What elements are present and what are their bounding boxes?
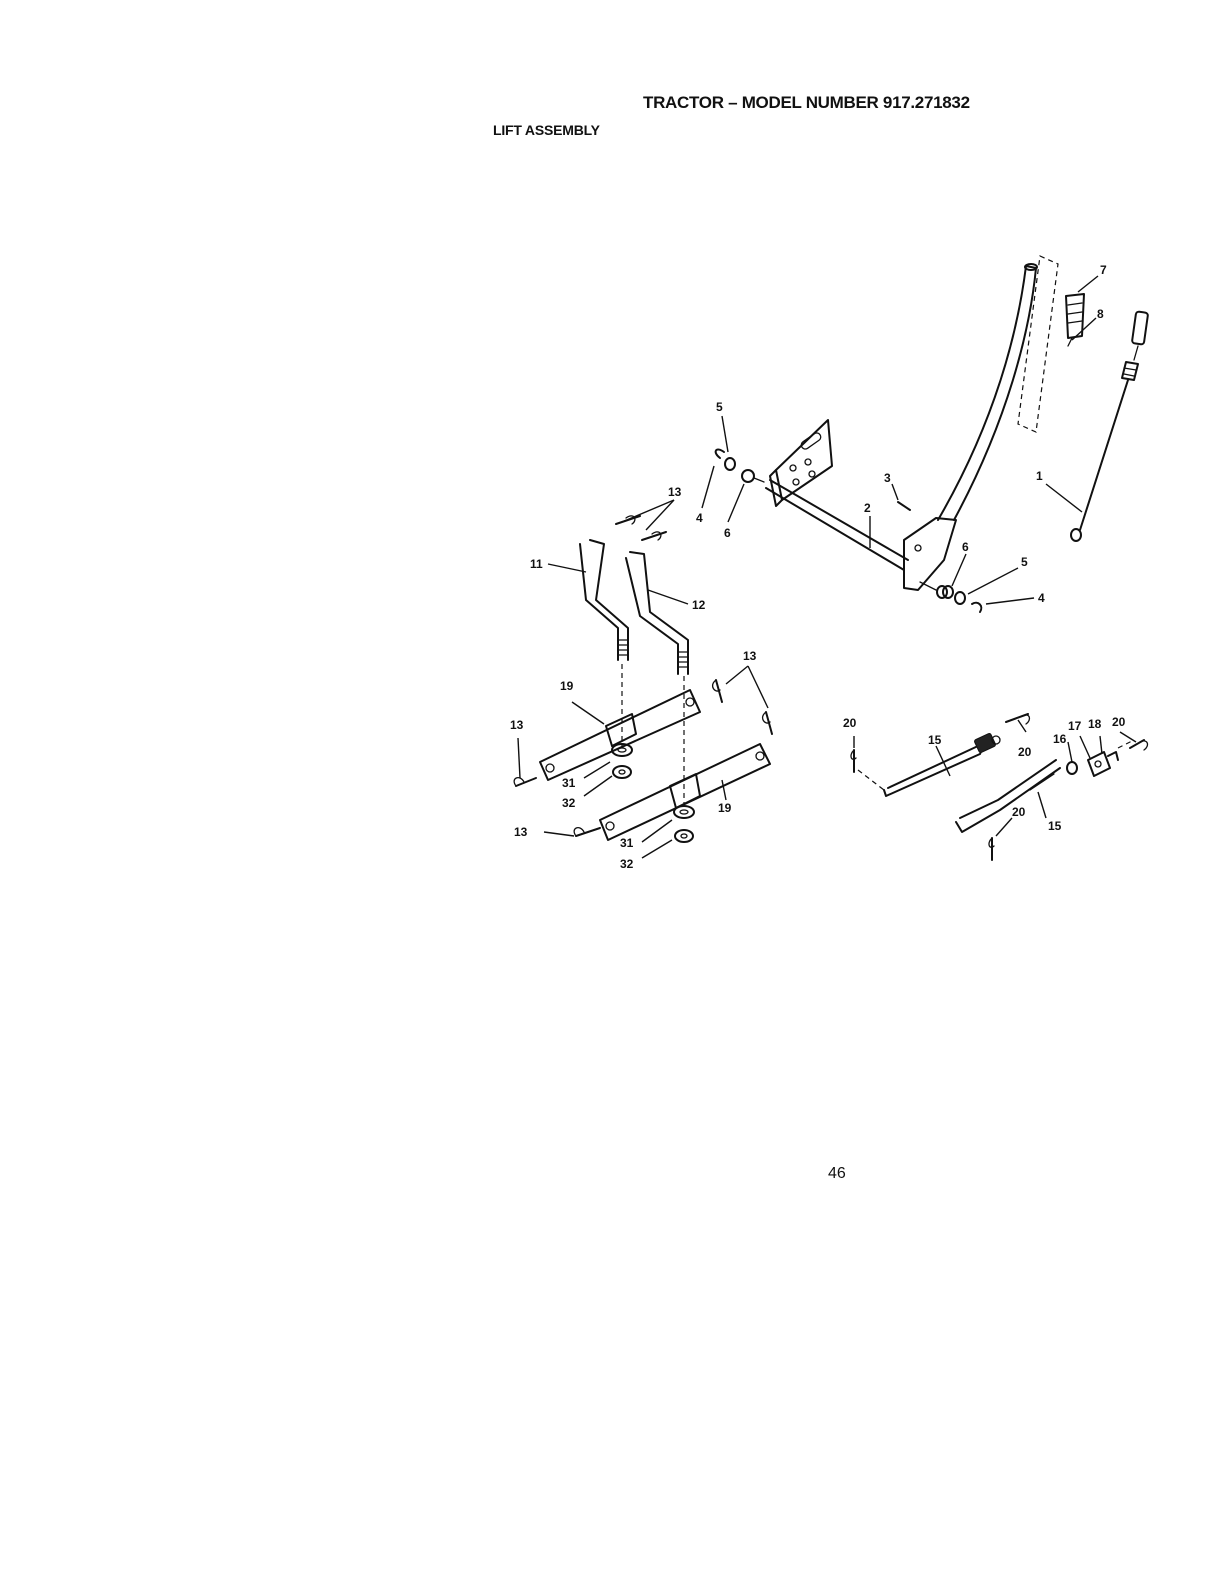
callout-4-left: 4: [696, 511, 703, 525]
part-19-lift-arm-upper: [539, 689, 701, 781]
callout-6-right: 6: [962, 540, 969, 554]
lever-guide-box: [1017, 255, 1059, 433]
callout-13-left: 13: [510, 718, 524, 732]
callout-16: 16: [1053, 732, 1067, 746]
callout-20-middle: 20: [1018, 745, 1032, 759]
callout-32-lower: 32: [620, 857, 634, 871]
callout-19-lower: 19: [718, 801, 732, 815]
part-15-rod-lower: [955, 759, 1061, 833]
callout-19-upper: 19: [560, 679, 574, 693]
callout-7: 7: [1100, 263, 1107, 277]
alignment-lines: [621, 664, 1135, 808]
callout-6-left: 6: [724, 526, 731, 540]
page-title: TRACTOR – MODEL NUMBER 917.271832: [643, 93, 970, 112]
callout-32-upper: 32: [562, 796, 576, 810]
part-12-link: [625, 551, 689, 675]
lift-rod: [1070, 310, 1149, 542]
callout-15-lower: 15: [1048, 819, 1062, 833]
callout-1: 1: [1036, 469, 1043, 483]
callout-5-left: 5: [716, 400, 723, 414]
callout-31-upper: 31: [562, 776, 576, 790]
callout-13-bottom: 13: [514, 825, 528, 839]
callout-20-right: 20: [1112, 715, 1126, 729]
part-13-pins-lower: [513, 679, 773, 837]
callout-8: 8: [1097, 307, 1104, 321]
callout-20-left: 20: [843, 716, 857, 730]
part-19-lift-arm-lower: [599, 743, 771, 841]
callout-13-top: 13: [668, 485, 682, 499]
callout-5-right: 5: [1021, 555, 1028, 569]
left-bushings: [714, 448, 765, 483]
callout-11: 11: [530, 557, 543, 571]
callout-2: 2: [864, 501, 871, 515]
lift-shaft-and-lever: [765, 263, 1038, 599]
adjuster-hardware: [1066, 751, 1119, 777]
leader-lines: [517, 275, 1137, 859]
callout-labels: 7 8 1 2 3 5 4 6 6 5 4 13 11 12 13 19 13 …: [510, 263, 1126, 871]
washers-and-nuts: [611, 743, 695, 843]
part-20-pins: [850, 713, 1149, 861]
part-13-pins-top: [615, 515, 667, 541]
callout-3: 3: [884, 471, 891, 485]
callout-17: 17: [1068, 719, 1082, 733]
callout-20-bottom: 20: [1012, 805, 1026, 819]
mounting-plate: [769, 419, 833, 507]
right-bushings: [942, 585, 983, 613]
callout-18: 18: [1088, 717, 1102, 731]
part-11-link: [579, 539, 629, 661]
handle-grip: [1065, 293, 1085, 347]
section-title: LIFT ASSEMBLY: [493, 122, 600, 138]
callout-12: 12: [692, 598, 706, 612]
part-15-rod-upper: [883, 733, 1001, 797]
page-number: 46: [828, 1165, 846, 1182]
callout-31-lower: 31: [620, 836, 634, 850]
callout-13-right: 13: [743, 649, 757, 663]
part-3-pin: [897, 501, 911, 511]
callout-15-upper: 15: [928, 733, 942, 747]
callout-4-right: 4: [1038, 591, 1045, 605]
